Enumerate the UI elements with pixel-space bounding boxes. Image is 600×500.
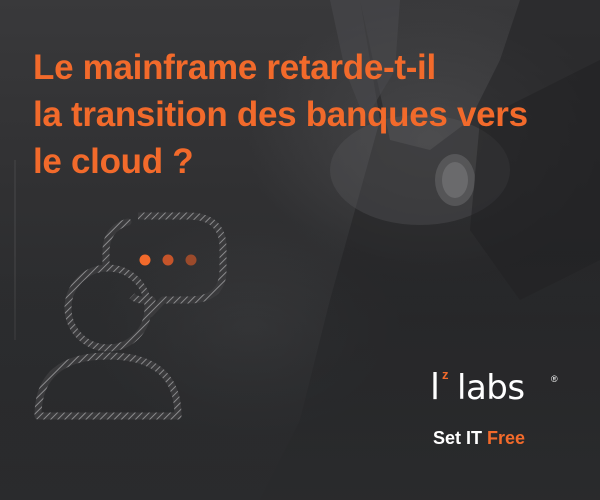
- lzlabs-logo: l z labs ®: [430, 368, 570, 408]
- headline-line-1: Le mainframe retarde-t-il: [33, 48, 436, 87]
- headline: Le mainframe retarde-t-il la transition …: [33, 44, 583, 185]
- tagline: Set IT Free: [433, 428, 525, 448]
- registered-mark: ®: [551, 374, 558, 384]
- typing-dot-2: [162, 254, 174, 266]
- logo-wordmark: labs: [457, 368, 525, 408]
- person-head: [64, 264, 152, 352]
- typing-dot-3: [185, 254, 197, 266]
- typing-dot-1: [139, 254, 151, 266]
- logo-letter-z: z: [442, 367, 449, 382]
- speech-bubble-icon: [129, 212, 227, 318]
- headline-line-2: la transition des banques vers: [33, 95, 528, 134]
- headline-line-3: le cloud ?: [33, 142, 194, 181]
- logo-letter-l: l: [430, 367, 441, 408]
- tagline-set-it: Set IT: [433, 428, 488, 448]
- tagline-free: Free: [487, 428, 526, 448]
- person-body: [34, 352, 182, 420]
- person-chat-icon: [34, 212, 227, 420]
